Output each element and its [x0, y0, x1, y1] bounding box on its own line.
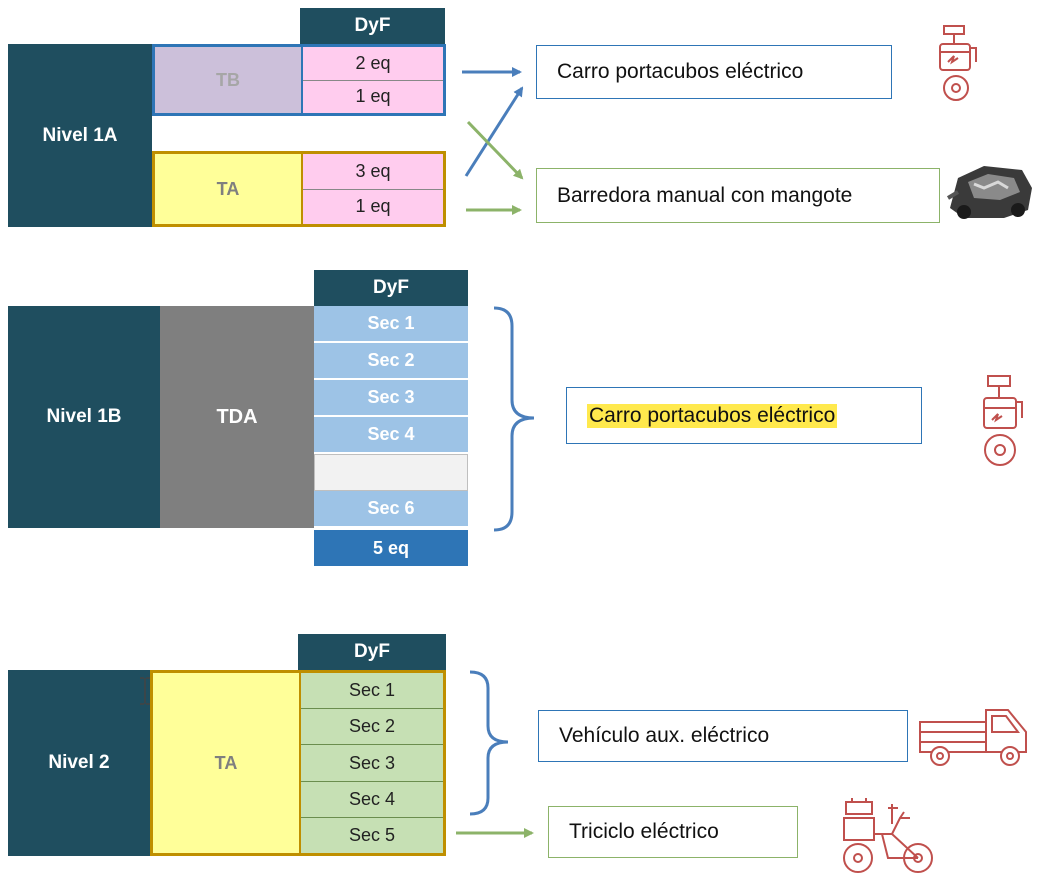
nivel-1b-label: Nivel 1B — [46, 406, 122, 427]
target-triciclo: Triciclo eléctrico — [548, 806, 798, 858]
ta-label-cell: TA — [155, 154, 303, 224]
section-row: Sec 3 — [301, 745, 443, 782]
nivel-1b-total: 5 eq — [314, 530, 468, 566]
nivel-1b-dyf-header: DyF — [314, 270, 468, 306]
dyf-header-text: DyF — [354, 641, 390, 662]
nivel-1b-sections: Sec 1 Sec 2 Sec 3 Sec 4 Sec 6 — [314, 306, 468, 528]
section-label: Sec 1 — [367, 313, 415, 333]
electric-bin-cart-icon — [983, 375, 1023, 466]
section-row: Sec 2 — [314, 343, 468, 380]
target-carro-portacubos-1a-text: Carro portacubos eléctrico — [557, 60, 804, 83]
bracket-nivel-2 — [469, 670, 509, 816]
tb-value-1-text: 2 eq — [355, 52, 391, 73]
tda-label: TDA — [216, 405, 258, 428]
tb-label: TB — [216, 69, 240, 90]
target-carro-portacubos-1a: Carro portacubos eléctrico — [536, 45, 892, 99]
text-cursor-icon — [140, 677, 150, 705]
tb-values: 2 eq 1 eq — [303, 47, 443, 113]
section-row: Sec 2 — [301, 709, 443, 746]
utility-truck-icon — [919, 709, 1027, 766]
tb-value-2: 1 eq — [303, 80, 443, 113]
target-carro-portacubos-1b-text: Carro portacubos eléctrico — [587, 403, 838, 428]
ta-value-2: 1 eq — [303, 189, 443, 224]
nivel-2-ta-cell: TA — [153, 673, 301, 853]
tb-label-cell: TB — [155, 47, 303, 113]
ta-label: TA — [214, 752, 238, 773]
target-vehiculo-aux: Vehículo aux. eléctrico — [538, 710, 908, 762]
section-row: Sec 1 — [314, 306, 468, 343]
electric-tricycle-icon — [843, 798, 933, 873]
section-label: Sec 4 — [367, 424, 415, 444]
section-label: Sec 1 — [348, 680, 396, 701]
manual-sweeper-image — [946, 166, 1032, 219]
electric-bin-cart-icon — [939, 25, 977, 101]
section-row: Sec 6 — [314, 491, 468, 528]
target-barredora-text: Barredora manual con mangote — [557, 183, 853, 207]
nivel-1b-block: Nivel 1B — [8, 306, 160, 528]
section-row: Sec 5 — [301, 817, 443, 854]
section-row: Sec 1 — [301, 673, 443, 710]
target-barredora: Barredora manual con mangote — [536, 168, 940, 223]
section-row: Sec 3 — [314, 380, 468, 417]
section-row: Sec 4 — [301, 781, 443, 818]
nivel-1a-dyf-header: DyF — [300, 8, 445, 44]
nivel-2-label: Nivel 2 — [48, 752, 110, 773]
tb-group: TB 2 eq 1 eq — [152, 44, 446, 116]
nivel-1a-label: Nivel 1A — [42, 124, 118, 146]
section-row-empty — [314, 454, 468, 491]
target-triciclo-text: Triciclo eléctrico — [569, 820, 719, 843]
ta-label: TA — [216, 178, 240, 199]
nivel-1a-block: Nivel 1A — [8, 44, 152, 227]
ta-group: TA 3 eq 1 eq — [152, 151, 446, 227]
nivel-2-ta-group: TA Sec 1 Sec 2 Sec 3 Sec 4 Sec 5 — [150, 670, 446, 856]
total-label: 5 eq — [372, 537, 410, 558]
dyf-header-text: DyF — [373, 277, 409, 298]
target-carro-portacubos-1b: Carro portacubos eléctrico — [566, 387, 922, 444]
section-row: Sec 4 — [314, 417, 468, 454]
section-label: Sec 3 — [348, 752, 396, 773]
ta-values: 3 eq 1 eq — [303, 154, 443, 224]
nivel-2-block: Nivel 2 — [8, 670, 150, 856]
ta-value-2-text: 1 eq — [355, 196, 391, 217]
target-vehiculo-aux-text: Vehículo aux. eléctrico — [559, 724, 770, 747]
ta-value-1-text: 3 eq — [355, 160, 391, 181]
bracket-nivel-1b — [493, 306, 535, 532]
nivel-2-dyf-header: DyF — [298, 634, 446, 670]
tda-block: TDA — [160, 306, 314, 528]
section-label: Sec 2 — [348, 716, 396, 737]
section-label: Sec 2 — [367, 350, 415, 370]
section-label: Sec 4 — [348, 788, 396, 809]
section-label: Sec 6 — [367, 498, 415, 518]
section-label: Sec 3 — [367, 387, 415, 407]
tb-value-1: 2 eq — [303, 47, 443, 81]
arrow-ta-to-carro — [464, 86, 524, 177]
ta-value-1: 3 eq — [303, 154, 443, 190]
dyf-header-text: DyF — [354, 15, 391, 36]
tb-value-2-text: 1 eq — [355, 86, 391, 107]
section-label: Sec 5 — [348, 824, 396, 845]
nivel-2-sections: Sec 1 Sec 2 Sec 3 Sec 4 Sec 5 — [301, 673, 443, 854]
arrow-tb-to-barredora — [466, 120, 524, 180]
